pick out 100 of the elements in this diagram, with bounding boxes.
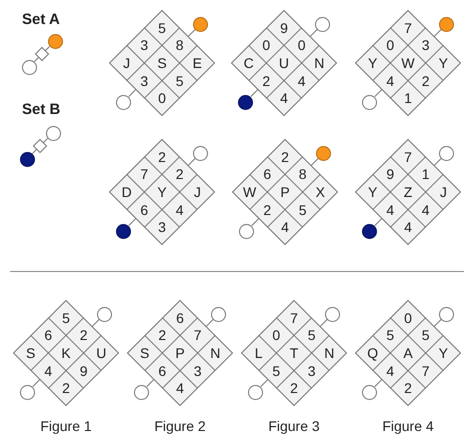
cell-value: E [188,54,206,72]
cell-value: 5 [268,362,286,380]
cell-value: 0 [258,36,276,54]
connector-line [188,158,196,166]
figure-caption: Figure 4 [381,418,435,434]
diamond-grid [355,139,461,245]
circle-marker [315,16,330,32]
circle-marker [211,306,226,322]
cell-value: 2 [74,326,92,344]
figure-caption: Figure 2 [153,418,207,434]
connector-line [188,28,196,37]
cell-value: 5 [294,200,312,218]
cell-value: 4 [382,200,400,218]
circle-marker [193,146,208,160]
cell-value: W [240,183,258,201]
circle-marker [116,224,131,238]
cell-value: 4 [171,380,189,398]
circle-marker [97,306,112,322]
cell-value: 4 [416,200,434,218]
cell-value: 2 [258,72,276,90]
cell-value: 9 [275,18,293,36]
cell-value: N [206,344,224,362]
cell-value: 5 [382,326,400,344]
figure-caption: Figure 3 [267,418,321,434]
connector-line [250,89,258,98]
circle-marker [439,146,454,160]
cell-value: S [22,344,40,362]
circle-marker [193,16,208,32]
circle-marker [362,384,377,400]
cell-value: 7 [136,166,154,184]
cell-value: C [240,54,258,72]
diamond-grid [232,139,338,245]
set-label: Set B [22,101,60,118]
diamond-grid [13,300,119,406]
cell-value: 1 [399,90,417,108]
cell-value: 2 [57,380,75,398]
diamond-marker [33,139,47,153]
cell-value: L [250,344,268,362]
diamond-marker [35,47,49,61]
cell-value: J [434,183,452,201]
cell-value: 5 [416,326,434,344]
cell-value: 1 [416,166,434,184]
connector-line [34,57,39,62]
connector-line [92,318,100,327]
cell-value: 4 [276,218,294,236]
cell-value: 5 [57,308,75,326]
connector-line [260,379,268,388]
cell-value: J [118,54,136,72]
cell-value: Y [364,54,382,72]
circle-marker [316,146,331,160]
connector-line [32,149,37,154]
connector-line [310,158,319,166]
circle-marker [134,384,149,400]
cell-value: Z [399,183,417,201]
connector-line [45,46,50,51]
cell-value: K [57,344,75,362]
cell-value: 4 [292,72,310,90]
cell-value: S [153,54,171,72]
cell-value: J [188,183,206,201]
cell-value: 5 [170,72,188,90]
connector-line [374,218,382,226]
cell-value: 6 [136,200,154,218]
connector-line [434,158,442,166]
diamond-grid [109,139,215,245]
diamond-grid [231,10,337,116]
cell-value: 2 [276,148,294,166]
cell-value: U [275,54,293,72]
cell-value: 4 [382,362,400,380]
cell-value: A [399,344,417,362]
cell-value: 7 [416,362,434,380]
cell-value: 2 [154,326,172,344]
circle-marker [362,224,377,238]
cell-value: S [136,344,154,362]
circle-marker [362,94,377,110]
connector-line [320,318,328,327]
cell-value: 6 [154,362,172,380]
cell-value: 3 [136,36,154,54]
connector-line [146,379,154,388]
cell-value: 4 [399,218,417,236]
cell-value: 2 [153,148,171,166]
diamond-grid [355,10,461,116]
cell-value: 0 [399,308,417,326]
figure-caption: Figure 1 [39,418,93,434]
circle-marker [48,34,62,48]
cell-value: 2 [170,166,188,184]
circle-marker [439,16,454,32]
diamond-grid [355,300,461,406]
circle-marker [20,384,35,400]
cell-value: 4 [382,72,400,90]
cell-value: 9 [382,166,400,184]
cell-value: 5 [302,326,320,344]
circle-marker [20,152,34,166]
cell-value: D [118,183,136,201]
cell-value: 7 [399,18,417,36]
connector-line [434,318,442,327]
cell-value: 7 [285,308,303,326]
connector-line [374,89,382,98]
cell-value: 3 [136,72,154,90]
diamond-grid [127,300,233,406]
cell-value: 3 [302,362,320,380]
